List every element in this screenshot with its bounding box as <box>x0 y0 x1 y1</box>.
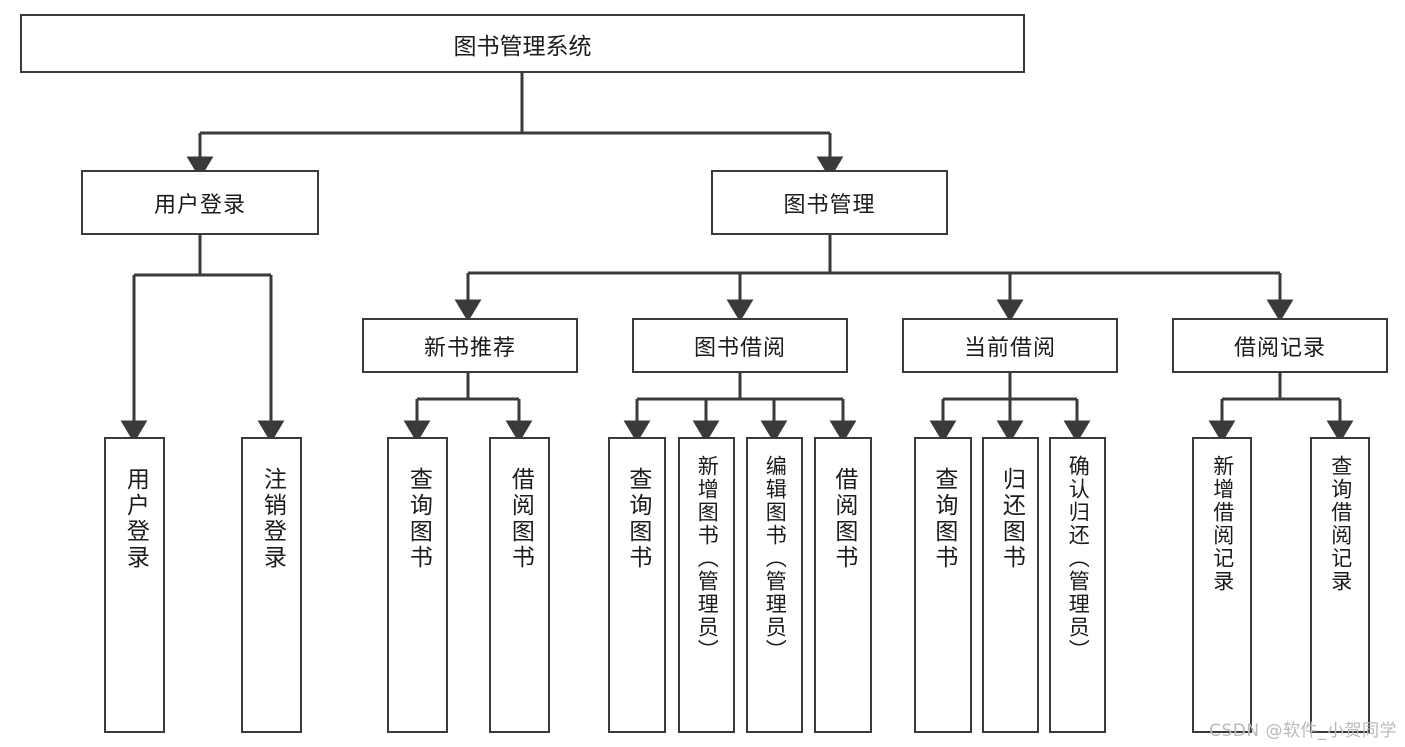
node-leaf-borrow-book-2-label: 借阅图书 <box>830 467 857 571</box>
node-leaf-borrow-book-1[interactable]: 借阅图书 <box>489 437 550 733</box>
node-current-borrow[interactable]: 当前借阅 <box>902 318 1118 373</box>
node-leaf-user-logout-label: 注销登录 <box>259 467 286 571</box>
node-root-label: 图书管理系统 <box>453 33 592 60</box>
node-leaf-query-book-1-label: 查询图书 <box>405 467 432 571</box>
node-book-manage-label: 图书管理 <box>783 192 876 218</box>
node-leaf-query-book-2-label: 查询图书 <box>624 467 651 571</box>
node-leaf-query-book-1[interactable]: 查询图书 <box>387 437 448 733</box>
node-borrow-record-label: 借阅记录 <box>1233 335 1326 361</box>
node-leaf-return-book[interactable]: 归还图书 <box>982 437 1039 733</box>
watermark: CSDN @软件_小贺同学 <box>1209 721 1397 741</box>
node-book-borrow-label: 图书借阅 <box>693 335 786 361</box>
node-leaf-add-record-label: 新增借阅记录 <box>1210 455 1235 593</box>
node-leaf-return-book-label: 归还图书 <box>998 467 1025 571</box>
node-leaf-add-record[interactable]: 新增借阅记录 <box>1192 437 1252 733</box>
node-leaf-add-book-label: 新增图书（管理员） <box>695 455 720 662</box>
node-user-login-label: 用户登录 <box>153 192 246 218</box>
node-leaf-query-record-label: 查询借阅记录 <box>1328 455 1353 593</box>
node-book-manage[interactable]: 图书管理 <box>711 170 948 235</box>
node-leaf-add-book[interactable]: 新增图书（管理员） <box>678 437 735 733</box>
node-leaf-query-record[interactable]: 查询借阅记录 <box>1310 437 1370 733</box>
node-leaf-confirm-return[interactable]: 确认归还（管理员） <box>1049 437 1106 733</box>
node-leaf-query-book-2[interactable]: 查询图书 <box>608 437 666 733</box>
node-leaf-query-book-3-label: 查询图书 <box>930 467 957 571</box>
node-leaf-user-login-label: 用户登录 <box>122 467 149 571</box>
node-book-borrow[interactable]: 图书借阅 <box>632 318 848 373</box>
node-leaf-query-book-3[interactable]: 查询图书 <box>914 437 972 733</box>
node-leaf-edit-book[interactable]: 编辑图书（管理员） <box>746 437 803 733</box>
node-leaf-user-logout[interactable]: 注销登录 <box>241 437 302 733</box>
node-leaf-borrow-book-1-label: 借阅图书 <box>507 467 534 571</box>
node-user-login[interactable]: 用户登录 <box>81 170 319 235</box>
node-current-borrow-label: 当前借阅 <box>963 335 1056 361</box>
node-new-book-recommend-label: 新书推荐 <box>423 335 516 361</box>
node-root[interactable]: 图书管理系统 <box>20 14 1025 73</box>
node-new-book-recommend[interactable]: 新书推荐 <box>362 318 578 373</box>
node-leaf-user-login[interactable]: 用户登录 <box>104 437 165 733</box>
node-leaf-edit-book-label: 编辑图书（管理员） <box>763 455 788 662</box>
node-borrow-record[interactable]: 借阅记录 <box>1172 318 1388 373</box>
node-leaf-borrow-book-2[interactable]: 借阅图书 <box>814 437 872 733</box>
node-leaf-confirm-return-label: 确认归还（管理员） <box>1066 455 1091 662</box>
